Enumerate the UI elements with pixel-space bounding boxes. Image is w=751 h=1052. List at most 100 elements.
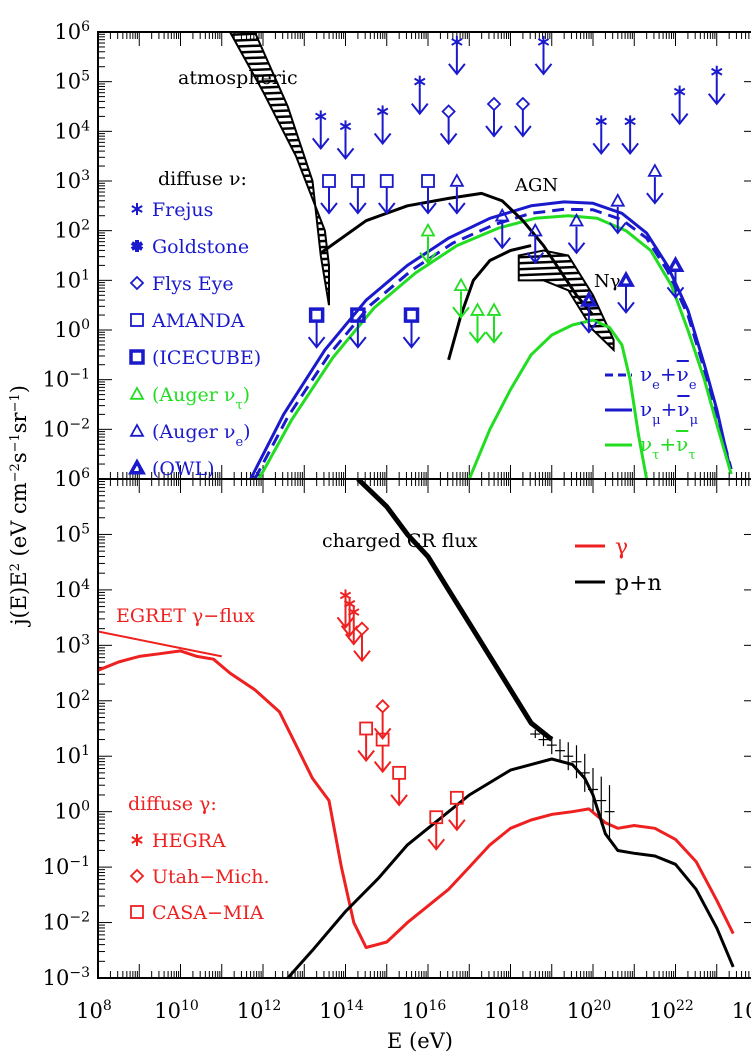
x-tick-label-base: 10 xyxy=(402,999,429,1023)
hatch-line xyxy=(200,496,700,516)
x-tick-label: 1012 xyxy=(237,998,282,1023)
y-tick-label-0-exp: 5 xyxy=(81,69,90,85)
flavor-anti-sub: e xyxy=(689,378,697,393)
marker-bold-square xyxy=(403,307,420,323)
y-tick-label-1: 106 xyxy=(54,466,90,491)
series-group-1 xyxy=(98,479,735,978)
legend-item-sub: e xyxy=(235,435,243,450)
y-tick-label-0-exp: 3 xyxy=(81,168,90,184)
hatch-line xyxy=(518,320,614,344)
egret-label: EGRET γ−flux xyxy=(116,605,255,627)
triangle-shape xyxy=(647,163,663,177)
square-shape xyxy=(403,307,420,323)
flavor-anti: ν xyxy=(676,432,688,456)
down-arrow xyxy=(377,187,396,215)
ngamma-base: N xyxy=(594,271,610,292)
arrow-head xyxy=(307,336,326,349)
agn-label: AGN xyxy=(514,175,558,196)
down-arrow xyxy=(608,206,627,235)
series-agn_upper xyxy=(319,191,595,317)
flavor-base: ν xyxy=(640,362,652,386)
x-tick-label-base: 10 xyxy=(76,999,103,1023)
triangle-shape xyxy=(453,277,469,292)
diffuse-nu-title: diffuse ν: xyxy=(158,168,247,190)
limits-group-0 xyxy=(307,35,726,349)
y-tick-label-1-base: 10 xyxy=(54,744,81,768)
band-ngamma xyxy=(200,0,700,516)
y-tick-label-1-base: 10 xyxy=(43,911,70,935)
legend-item-name: (OWL) xyxy=(152,458,215,480)
down-arrow xyxy=(427,823,446,851)
marker-asterisk xyxy=(339,120,352,133)
y-tick-labels: 10610510410310210110010−110−210610510410… xyxy=(43,19,90,990)
y-tick-label-0-exp: 1 xyxy=(81,267,90,283)
legend-item-name: Goldstone xyxy=(152,236,249,258)
hatch-line xyxy=(200,0,700,6)
hatch-line xyxy=(200,172,700,192)
hatch-line xyxy=(230,158,329,182)
down-arrow xyxy=(357,734,375,763)
arrow-head xyxy=(377,202,396,215)
hatch-line xyxy=(230,140,329,164)
hatch-line xyxy=(200,40,700,60)
hatch-line xyxy=(200,178,700,198)
y-tick-label-0-base: 10 xyxy=(43,368,70,392)
marker-triangle xyxy=(647,163,663,177)
down-arrow xyxy=(485,316,503,344)
marker-square xyxy=(421,174,435,188)
marker-asterisk xyxy=(711,65,723,78)
arrow-head xyxy=(592,142,611,156)
marker-triangle xyxy=(469,302,486,316)
series-nu_tau_low xyxy=(467,318,649,479)
flavor-base: ν xyxy=(640,397,652,421)
marker-filled-asterisk xyxy=(130,240,144,252)
down-arrow xyxy=(646,177,664,205)
asterisk-stroke xyxy=(343,599,356,608)
down-arrow xyxy=(373,117,392,146)
marker-bold-square xyxy=(308,307,325,323)
asterisk-stroke xyxy=(451,38,463,46)
legend-item-1: Goldstone xyxy=(152,236,249,258)
flavor-plus: + xyxy=(660,362,677,386)
marker-bold-triangle xyxy=(128,458,146,475)
y-tick-label-1: 10−3 xyxy=(43,965,90,990)
marker-square xyxy=(359,721,374,736)
y-tick-label-0-exp: −1 xyxy=(69,367,90,383)
flavor-anti: ν xyxy=(677,397,689,421)
hatch-line xyxy=(230,188,329,212)
hatch-line xyxy=(200,4,700,24)
hatch-line xyxy=(200,496,700,516)
y-tick-label-1: 105 xyxy=(54,521,90,546)
legend-item-name: (Auger ν xyxy=(152,421,235,443)
series-pn xyxy=(286,757,735,978)
marker-triangle xyxy=(420,222,436,237)
flavor-label-2: ντ+ντ xyxy=(640,432,696,463)
marker-asterisk xyxy=(131,203,143,215)
flavor-anti-sub: τ xyxy=(688,448,695,463)
marker-asterisk xyxy=(595,115,607,128)
band-outline xyxy=(228,32,330,306)
x-tick-label-base: 10 xyxy=(154,999,181,1023)
asterisk-stroke xyxy=(595,117,607,126)
legend-item-name: (ICECUBE) xyxy=(152,347,261,369)
flavor-label-1: νμ+νμ xyxy=(640,397,698,428)
arrow-head xyxy=(448,63,466,76)
hatch-line xyxy=(200,454,700,474)
y-tick-label-1-exp: −3 xyxy=(69,965,90,981)
hatch-line xyxy=(200,10,700,30)
x-tick-label: 108 xyxy=(76,998,112,1023)
y-tick-label-0-base: 10 xyxy=(54,70,81,94)
triangle-shape xyxy=(617,270,635,287)
marker-triangle xyxy=(129,386,145,400)
band-outline xyxy=(517,249,615,353)
arrow-head xyxy=(373,727,392,740)
diamond-shape xyxy=(441,104,456,119)
marker-square xyxy=(322,174,336,188)
down-arrow xyxy=(448,47,466,76)
asterisk-stroke xyxy=(131,205,143,213)
arrow-head xyxy=(670,112,689,126)
hatch-line xyxy=(200,10,700,30)
x-tick-label: 1010 xyxy=(154,998,199,1023)
hatch-line xyxy=(518,314,614,338)
